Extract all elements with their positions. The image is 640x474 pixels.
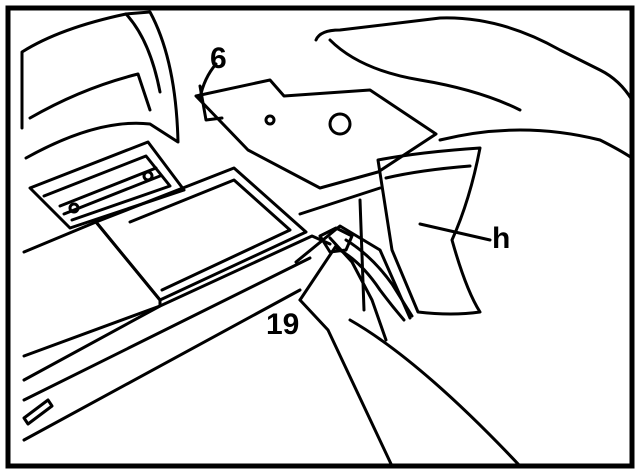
lower-panel-slot	[22, 398, 54, 426]
leader-line-6	[198, 62, 218, 100]
slot-panel-inner	[42, 154, 172, 222]
bracket-plate	[194, 78, 438, 190]
callout-h: h	[492, 222, 510, 255]
slot-panel-lines	[58, 166, 162, 216]
body-contour-3	[438, 128, 634, 160]
bracket-flange	[198, 84, 224, 122]
callout-6: 6	[210, 42, 227, 75]
lower-panel-edge	[22, 256, 312, 402]
selector-cable-2	[344, 238, 414, 318]
callout-19: 19	[266, 308, 299, 341]
console-lower-2	[348, 318, 522, 468]
console-lower	[298, 298, 394, 468]
bracket-hole-small	[264, 114, 276, 126]
console-box-front	[22, 220, 162, 358]
body-contour	[314, 16, 634, 102]
leader-line-19	[298, 244, 338, 302]
slot-screw	[68, 202, 80, 214]
slot-screw-2	[142, 170, 154, 182]
rod-vertical	[358, 198, 366, 312]
cover-part-h-inner	[384, 164, 472, 180]
crossbar	[298, 186, 382, 216]
clip-19	[318, 226, 354, 254]
slot-panel	[28, 140, 186, 230]
dash-panel-opening	[20, 10, 180, 160]
dash-panel-top-curve	[124, 12, 162, 94]
bracket-hole	[328, 112, 352, 136]
console-box-lid	[128, 178, 292, 292]
dash-panel-inner-line	[28, 72, 152, 120]
body-contour-2	[328, 38, 522, 112]
leader-line-h	[418, 222, 492, 242]
cover-part-h	[376, 146, 482, 316]
selector-cable	[334, 246, 406, 322]
lower-panel-edge-2	[22, 288, 302, 442]
